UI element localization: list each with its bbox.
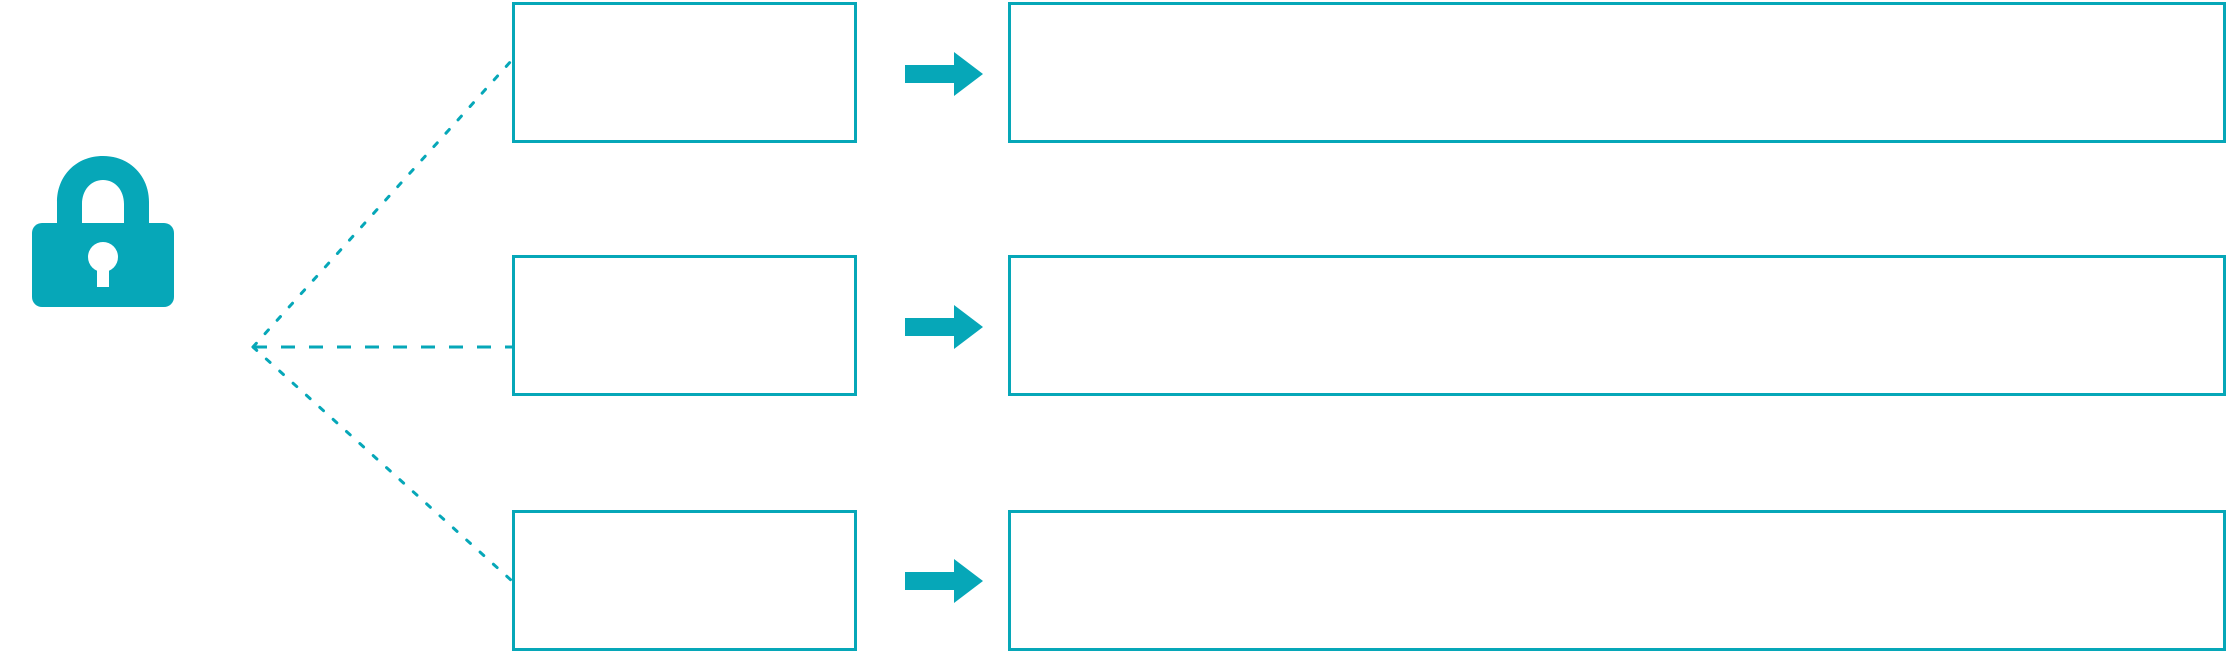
padlock-icon	[28, 150, 178, 310]
right-box-row-2[interactable]	[1008, 255, 2226, 396]
right-box-row-3[interactable]	[1008, 510, 2226, 651]
arrow-right-icon-row-3	[905, 558, 983, 604]
connector-line-row-3	[251, 345, 514, 583]
arrow-right-icon-row-2	[905, 304, 983, 350]
arrow-right-glyph	[905, 305, 983, 349]
arrow-right-icon-row-1	[905, 51, 983, 97]
left-box-row-3[interactable]	[512, 510, 857, 651]
left-box-row-2[interactable]	[512, 255, 857, 396]
arrow-right-glyph	[905, 52, 983, 96]
right-box-row-1[interactable]	[1008, 2, 2226, 143]
connector-line-row-1	[251, 58, 514, 349]
arrow-right-glyph	[905, 559, 983, 603]
padlock-glyph	[32, 156, 174, 307]
left-box-row-1[interactable]	[512, 2, 857, 143]
